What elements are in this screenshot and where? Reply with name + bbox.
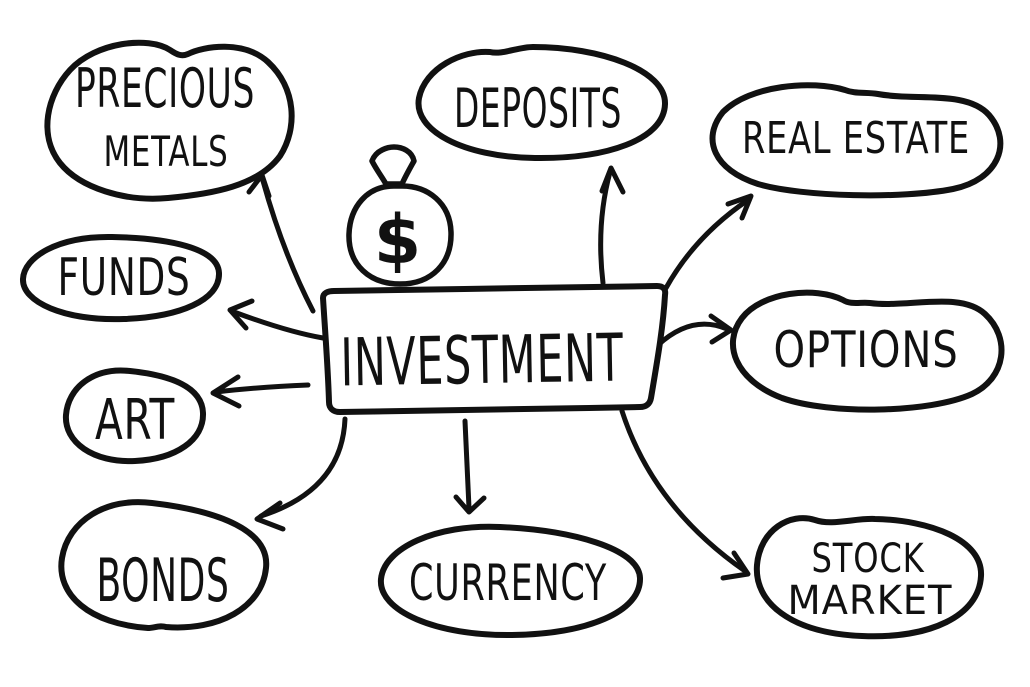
node-currency-outline xyxy=(377,523,644,639)
node-real-estate-outline xyxy=(709,82,1004,199)
edge-investment-precious-metals xyxy=(246,172,316,314)
edge-line xyxy=(462,418,472,511)
arrowhead-icon xyxy=(725,193,754,221)
edge-line xyxy=(260,178,316,314)
edge-line xyxy=(213,382,311,395)
edge-investment-real-estate xyxy=(663,193,754,291)
edge-investment-funds xyxy=(227,298,326,341)
node-investment-label: INVESTMENT xyxy=(340,320,624,402)
arrowhead-icon xyxy=(708,313,734,345)
node-bonds-outline xyxy=(58,499,270,631)
edges xyxy=(210,165,754,581)
node-stock-market: STOCK MARKET xyxy=(753,515,985,640)
node-funds-label: FUNDS xyxy=(58,248,191,308)
node-funds-outline xyxy=(19,233,223,323)
edge-line xyxy=(619,408,748,574)
edge-investment-art xyxy=(210,374,311,409)
node-options: OPTIONS xyxy=(730,289,1005,413)
edge-line xyxy=(231,309,326,341)
node-precious-metals-label-line2: METALS xyxy=(104,127,229,176)
node-stock-market-outline xyxy=(753,515,985,640)
dollar-sign: $ xyxy=(374,201,422,280)
arrowhead-icon xyxy=(254,500,286,532)
node-art: ART xyxy=(62,367,207,465)
edge-investment-options xyxy=(655,313,734,348)
node-bonds-label: BONDS xyxy=(97,546,230,616)
arrowhead-icon xyxy=(720,550,751,581)
node-real-estate: REAL ESTATE xyxy=(709,82,1004,199)
node-bonds: BONDS xyxy=(58,499,270,631)
node-currency: CURRENCY xyxy=(377,523,644,639)
node-stock-market-label-line1: STOCK xyxy=(812,536,926,582)
arrowhead-icon xyxy=(210,374,242,409)
money-bag-icon: $ xyxy=(346,144,454,287)
edge-line xyxy=(258,416,348,519)
node-art-outline xyxy=(62,367,207,465)
node-options-outline xyxy=(730,289,1005,413)
node-real-estate-label: REAL ESTATE xyxy=(742,113,970,164)
node-precious-metals: PRECIOUS METALS xyxy=(44,39,295,202)
edge-investment-currency xyxy=(453,418,487,515)
money-bag-body xyxy=(346,183,454,287)
arrowhead-icon xyxy=(599,165,626,195)
node-precious-metals-outline xyxy=(44,39,295,202)
node-options-label: OPTIONS xyxy=(774,321,959,379)
edge-investment-deposits xyxy=(598,165,626,286)
node-funds: FUNDS xyxy=(19,233,223,323)
node-deposits-outline xyxy=(415,44,669,162)
edge-line xyxy=(663,197,751,291)
node-currency-label: CURRENCY xyxy=(409,554,607,612)
money-bag-knot xyxy=(369,144,417,187)
node-precious-metals-label-line1: PRECIOUS xyxy=(75,57,255,120)
edge-investment-stock-market xyxy=(619,408,751,581)
node-stock-market-label-line2: MARKET xyxy=(788,578,953,624)
node-art-label: ART xyxy=(95,388,175,453)
arrowhead-icon xyxy=(227,298,255,331)
edge-investment-bonds xyxy=(254,416,348,532)
node-deposits-label: DEPOSITS xyxy=(454,77,622,140)
node-investment-outline xyxy=(320,283,669,415)
edge-line xyxy=(655,321,730,348)
arrowhead-icon xyxy=(453,494,487,515)
node-investment: INVESTMENT xyxy=(320,283,669,415)
node-deposits: DEPOSITS xyxy=(415,44,669,162)
